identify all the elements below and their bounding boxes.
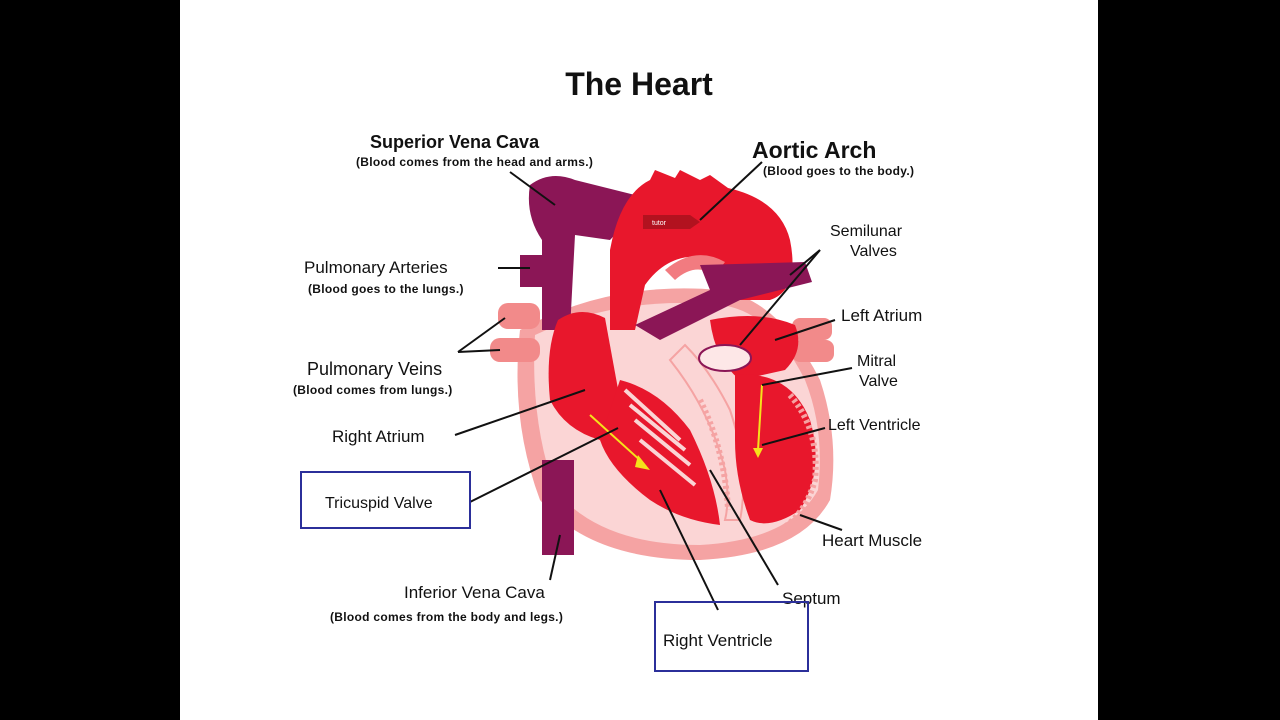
label-pulmonary-veins: Pulmonary Veins bbox=[307, 359, 443, 379]
label-pulmonary-arteries: Pulmonary Arteries bbox=[304, 258, 448, 277]
tutor-tag: tutor bbox=[652, 220, 667, 227]
right-atrium-chamber bbox=[548, 311, 620, 440]
flow-arrowhead-right bbox=[635, 455, 650, 470]
left-ventricle-chamber bbox=[735, 374, 816, 524]
flow-arrow-left bbox=[757, 384, 763, 451]
chordae-right bbox=[623, 388, 697, 487]
note-inferior-vena-cava: (Blood comes from the body and legs.) bbox=[330, 610, 564, 624]
label-inferior-vena-cava: Inferior Vena Cava bbox=[404, 583, 545, 602]
highlight-box-right-ventricle bbox=[654, 601, 809, 672]
left-ventricle-muscle-texture bbox=[778, 393, 819, 533]
label-mitral-line2: Valve bbox=[859, 373, 898, 390]
pulmonary-arteries-vessel bbox=[520, 255, 565, 287]
leader-semilunar-2 bbox=[789, 249, 821, 276]
note-superior-vena-cava: (Blood comes from the head and arms.) bbox=[356, 155, 594, 169]
leader-ivc bbox=[549, 534, 561, 581]
aortic-inner bbox=[665, 255, 725, 280]
note-pulmonary-veins: (Blood comes from lungs.) bbox=[293, 383, 453, 397]
label-right-atrium: Right Atrium bbox=[332, 427, 425, 446]
pulmonary-vein-left-2 bbox=[490, 338, 540, 362]
leader-mitral bbox=[761, 367, 853, 386]
leader-heart-muscle bbox=[799, 514, 843, 531]
label-right-ventricle: Right Ventricle bbox=[663, 631, 773, 650]
leader-aortic bbox=[699, 161, 763, 221]
leader-right-ventricle bbox=[659, 489, 719, 611]
label-superior-vena-cava: Superior Vena Cava bbox=[370, 132, 540, 152]
pulmonary-trunk-vessel bbox=[635, 262, 812, 340]
pulmonary-vein-right-2 bbox=[792, 340, 834, 362]
label-semilunar-line1: Semilunar bbox=[830, 223, 903, 240]
label-aortic-arch: Aortic Arch bbox=[752, 137, 877, 163]
pulmonary-vein-left-1 bbox=[498, 303, 540, 329]
leader-septum bbox=[709, 469, 779, 586]
leader-pulm-veins-1 bbox=[457, 317, 506, 353]
highlight-box-tricuspid bbox=[300, 471, 471, 529]
label-mitral-line1: Mitral bbox=[857, 353, 897, 370]
label-heart-muscle: Heart Muscle bbox=[822, 531, 923, 550]
leader-semilunar-1 bbox=[739, 249, 821, 346]
leader-pulm-veins-2 bbox=[457, 349, 501, 353]
page-title: The Heart bbox=[565, 66, 713, 102]
septum-muscle-texture bbox=[697, 398, 731, 511]
flow-arrow-right bbox=[589, 414, 643, 463]
inferior-vena-cava-vessel bbox=[542, 460, 574, 555]
heart-diagram: tutor bbox=[454, 161, 853, 611]
label-tricuspid-valve: Tricuspid Valve bbox=[325, 495, 433, 512]
leader-svc bbox=[509, 171, 556, 206]
note-pulmonary-arteries: (Blood goes to the lungs.) bbox=[308, 282, 464, 296]
label-left-atrium: Left Atrium bbox=[841, 306, 923, 325]
right-ventricle-chamber bbox=[600, 380, 720, 525]
label-left-ventricle: Left Ventricle bbox=[828, 417, 921, 434]
mitral-valve-ring bbox=[698, 344, 752, 372]
leader-lines bbox=[454, 161, 853, 611]
label-semilunar-line2: Valves bbox=[850, 243, 897, 260]
slide: The Heart bbox=[180, 0, 1098, 720]
superior-vena-cava-vessel bbox=[528, 176, 635, 330]
note-aortic-arch: (Blood goes to the body.) bbox=[763, 164, 915, 178]
leader-left-atrium bbox=[774, 319, 836, 341]
flow-arrowhead-left bbox=[753, 448, 763, 458]
leader-tricuspid bbox=[469, 427, 619, 503]
leader-right-atrium bbox=[454, 389, 586, 436]
leader-left-ventricle bbox=[761, 427, 826, 446]
tutor-tag-shape bbox=[643, 215, 700, 229]
